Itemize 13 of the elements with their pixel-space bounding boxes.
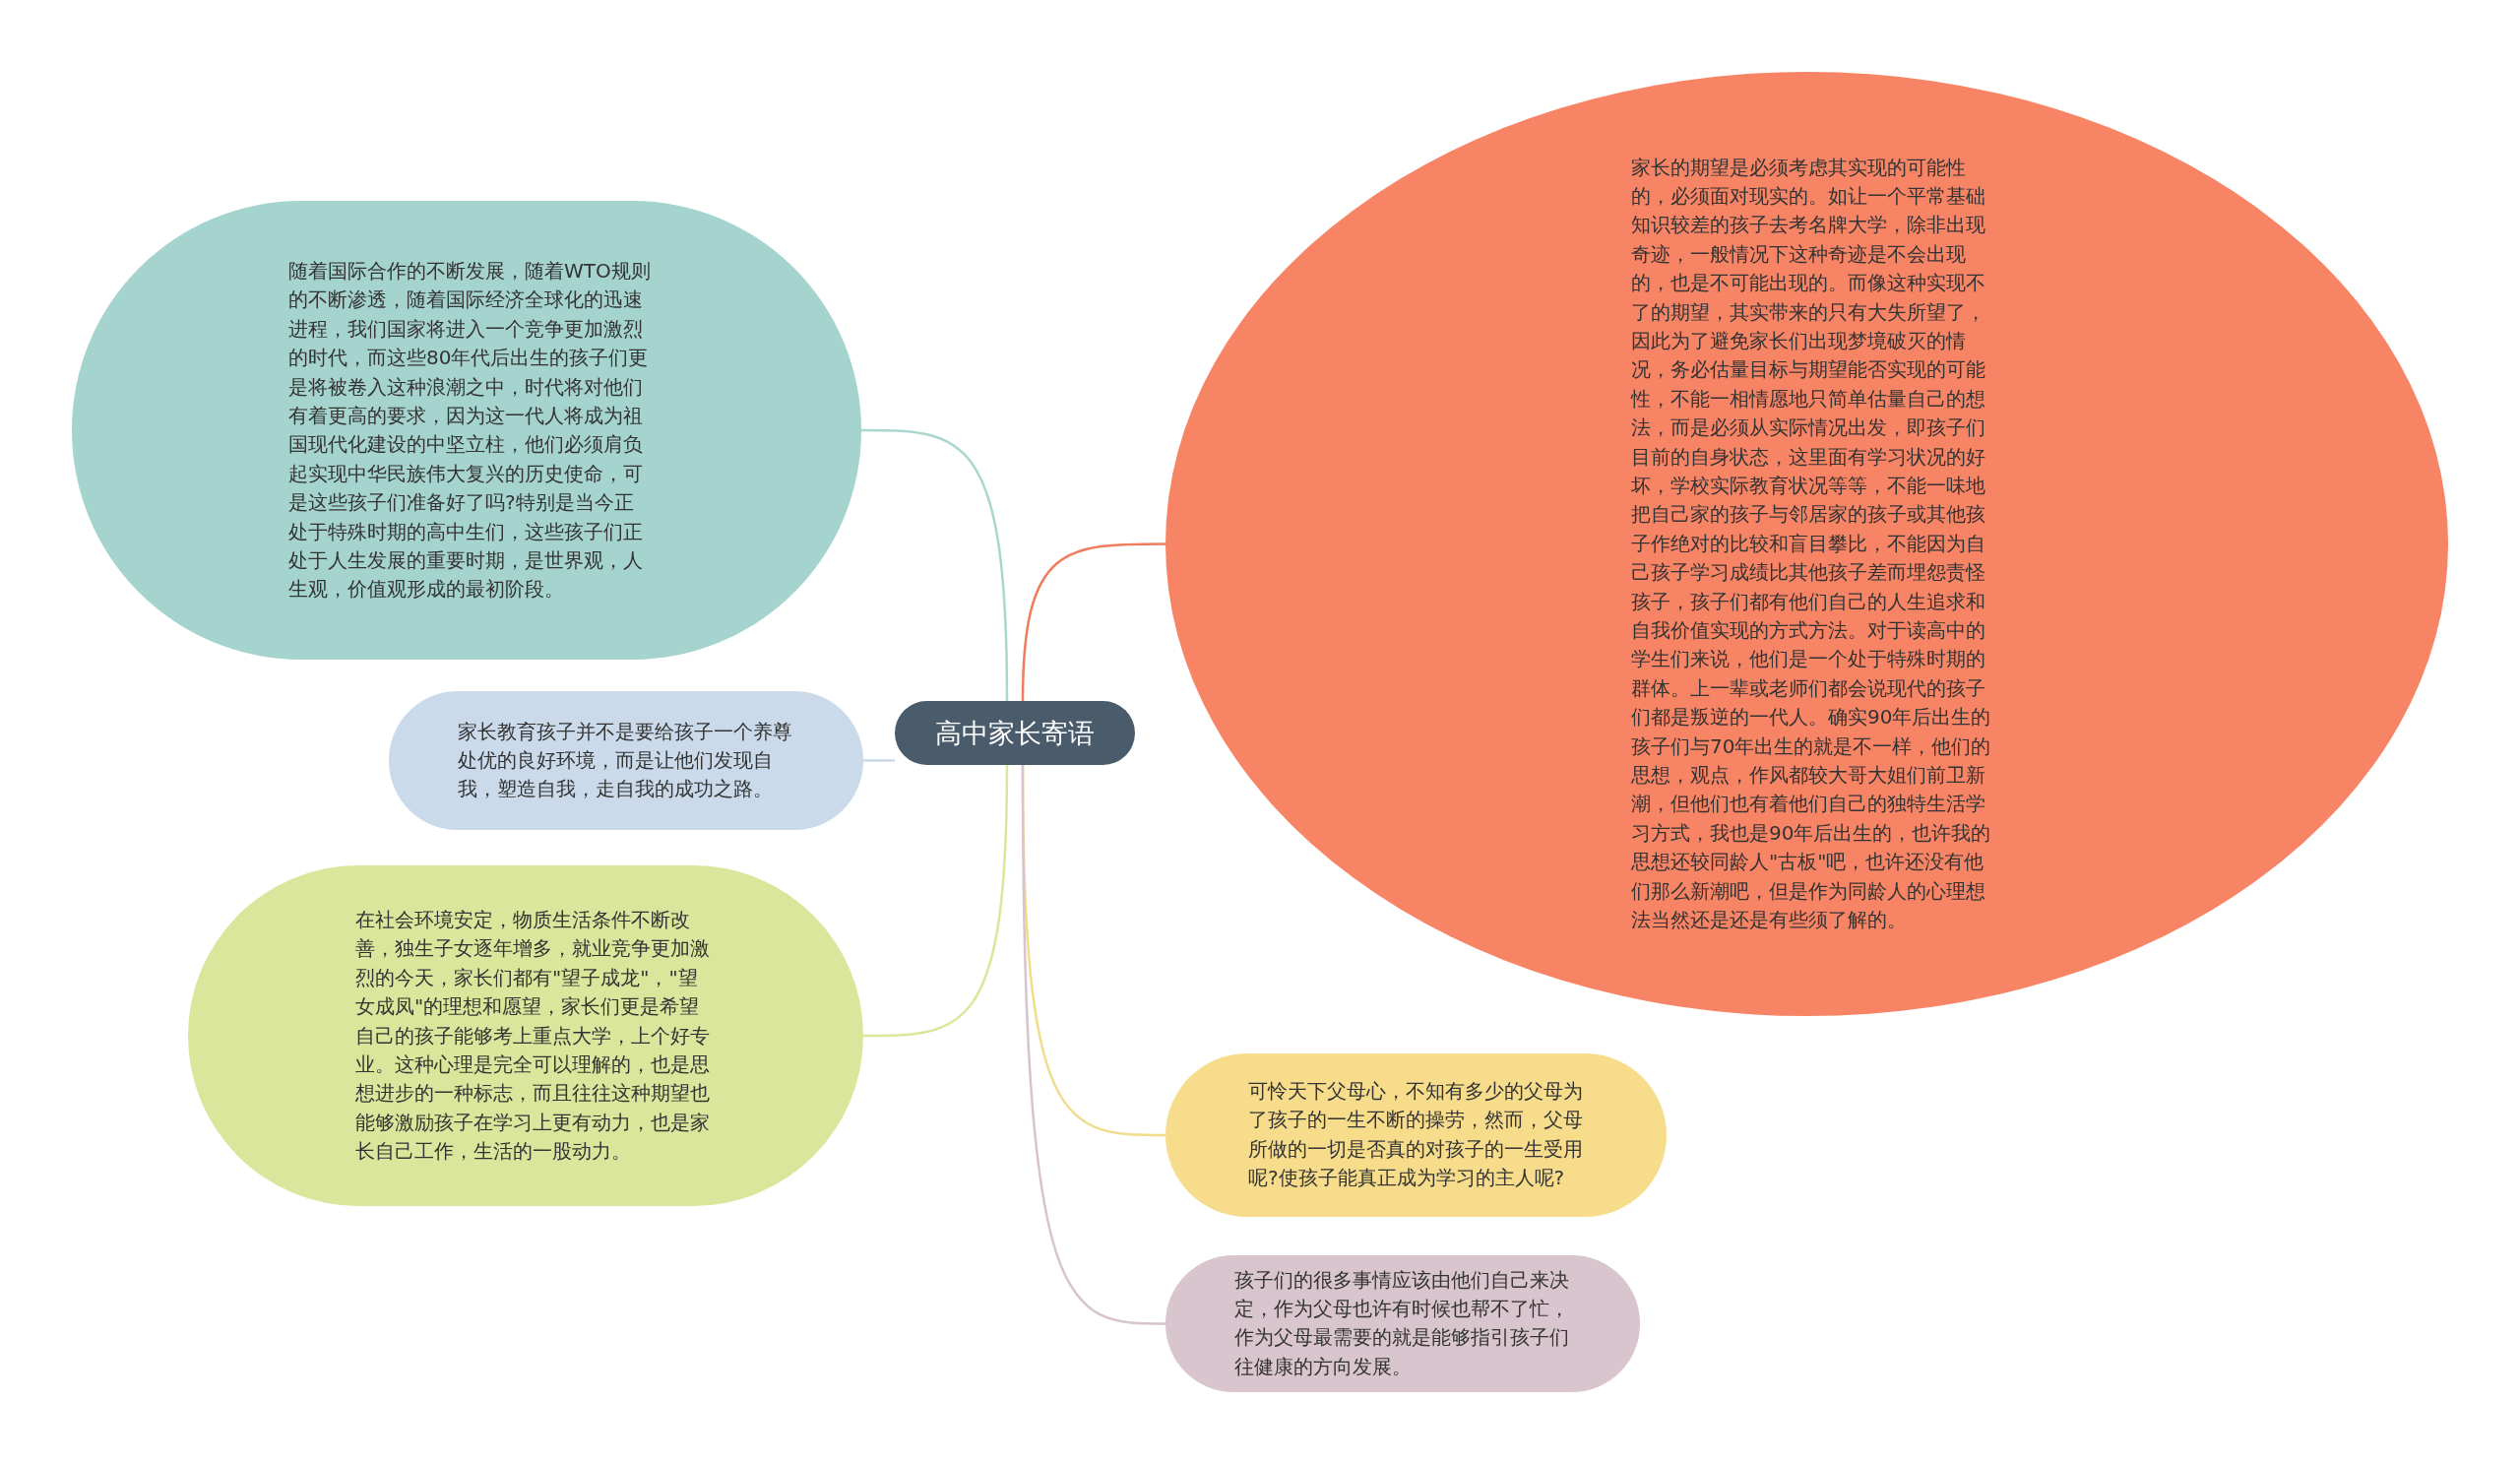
connector-line: [861, 428, 1009, 701]
central-topic: [895, 701, 1135, 765]
node-text: 孩子们的很多事情应该由他们自己来决定，作为父母也许有时候也帮不了忙，作为父母最需要的就是能够指引孩子们往健康的方向发展。: [1234, 1266, 1570, 1380]
node-text: 可怜天下父母心，不知有多少的父母为了孩子的一生不断的操劳，然而，父母所做的一切是否真的对孩子的一生受用呢?使孩子能真正成为学习的主人呢?: [1248, 1078, 1584, 1192]
connector-line: [1021, 765, 1166, 1325]
connector-line: [1021, 542, 1166, 702]
node-text: 在社会环境安定，物质生活条件不断改善，独生子女逐年增多，就业竞争更加激烈的今天，家长们都有"望子成龙"，"望女成凤"的理想和愿望，家长们更是希望自己的孩子能够考上重点大学，上个好专业。这种心理是完全可以理解的，也是思想进步的一种标志，而且往往这种期望也能够激励孩子在学习上更有动力，也是家长自己工作，生活的一股动力。: [355, 906, 710, 1165]
node-text: 随着国际合作的不断发展，随着WTO规则的不断渗透，随着国际经济全球化的迅速进程，我们国家将进入一个竞争更加激烈的时代，而这些80年代后出生的孩子们更是将被卷入这种浪潮之中，时代将对他们有着更高的要求，因为这一代人将成为祖国现代化建设的中坚立柱，他们必须肩负起实现中华民族伟大复兴的历史使命，可是这些孩子们准备好了吗?特别是当今正处于特殊时期的高中生们，这些孩子们正处于人生发展的重要时期，是世界观，人生观，价值观形成的最初阶段。: [288, 257, 652, 604]
topic-title: 高中家长寄语: [935, 716, 1095, 750]
node-text: 家长的期望是必须考虑其实现的可能性的，必须面对现实的。如让一个平常基础知识较差的孩子去考名牌大学，除非出现奇迹，一般情况下这种奇迹是不会出现的，也是不可能出现的。而像这种实现不了的期望，其实带来的只有大失所望了，因此为了避免家长们出现梦境破灭的情况，务必估量目标与期望能否实现的可能性，不能一相情愿地只简单估量自己的想法，而是必须从实际情况出发，即孩子们目前的自身状态，这里面有学习状况的好坏，学校实际教育状况等等，不能一味地把自己家的孩子与邻居家的孩子或其他孩子作绝对的比较和盲目攀比，不能因为自己孩子学习成绩比其他孩子差而埋怨责怪孩子，孩子们都有他们自己的人生追求和自我价值实现的方式方法。对于读高中的学生们来说，他们是一个处于特殊时期的群体。上一辈或老师们都会说现代的孩子们都是叛逆的一代人。确实90年后出生的孩子们与70年出生的就是不一样，他们的思想，观点，作风都较大哥大姐们前卫新潮，但他们也有着他们自己的独特生活学习方式，我也是90年后出生的，也许我的思想还较同龄人"古板"吧，也许还没有他们那么新潮吧，但是作为同龄人的心理想法当然还是还是有些须了解的。: [1631, 154, 1992, 934]
connector-line: [863, 759, 895, 762]
node-text: 家长教育孩子并不是要给孩子一个养尊处优的良好环境，而是让他们发现自我，塑造自我，走自我的成功之路。: [458, 718, 793, 803]
connector-line: [863, 765, 1009, 1038]
